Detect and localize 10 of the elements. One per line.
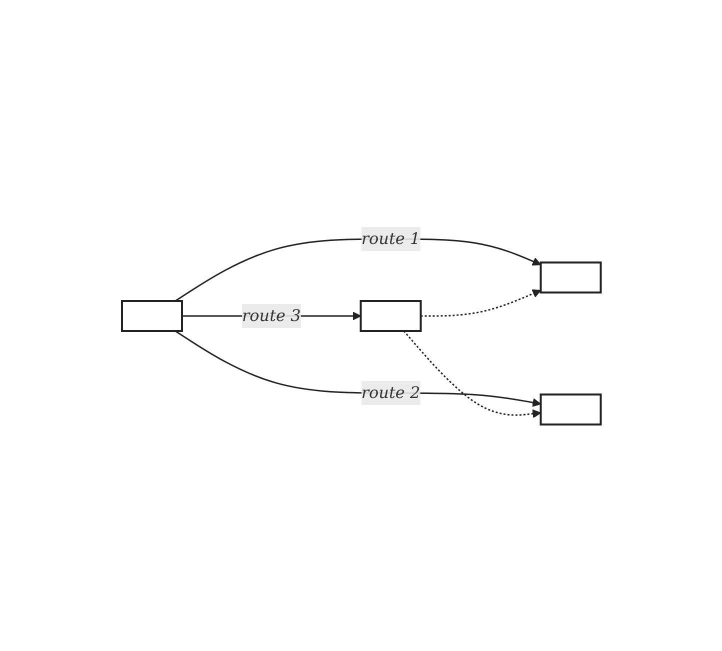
- arrow: [420, 289, 541, 316]
- edge-label: route 1: [361, 228, 420, 248]
- arrow: [402, 330, 541, 418]
- node-box: [539, 393, 602, 426]
- node-box: [539, 261, 602, 294]
- edge-label: route 3: [242, 306, 300, 325]
- edge-label: route 2: [361, 382, 420, 402]
- arrow: [174, 330, 541, 407]
- node-box: [120, 300, 183, 332]
- node-box: [359, 300, 422, 332]
